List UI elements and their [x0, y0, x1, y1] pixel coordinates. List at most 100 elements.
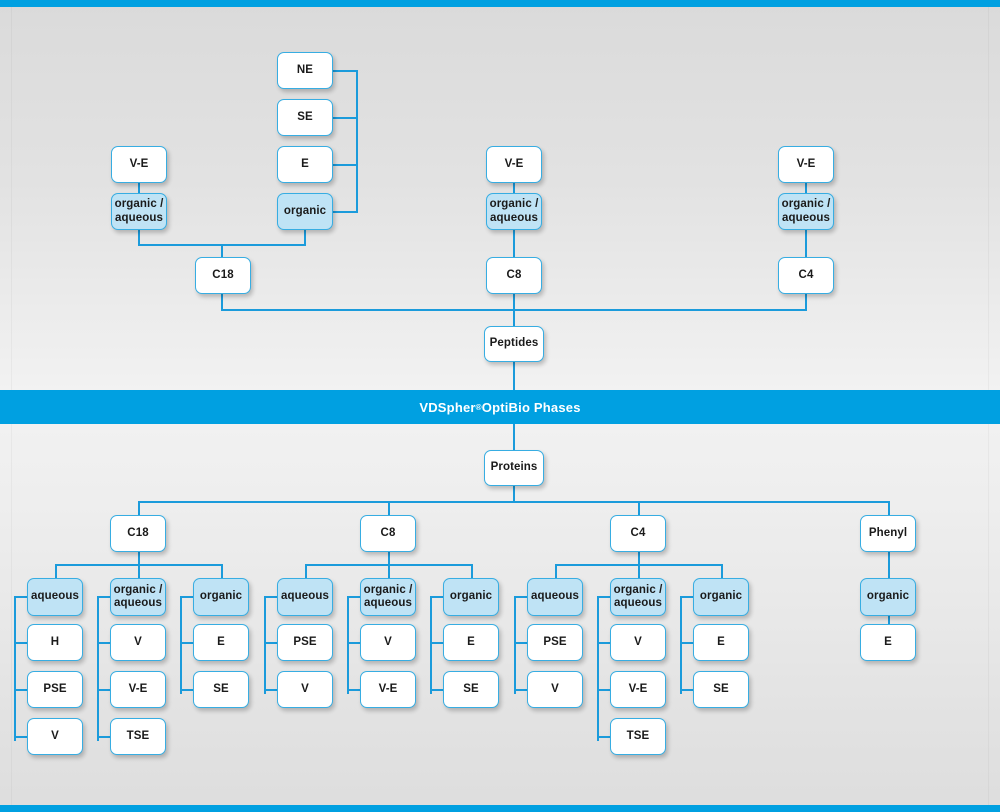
bottom-accent-bar — [0, 805, 1000, 812]
connector-c8-aq-head — [264, 596, 278, 598]
connector-c18-aq-1 — [14, 642, 28, 644]
connector-proteins-bus — [138, 501, 889, 503]
node-c4-aq-pse[interactable]: PSE — [527, 624, 583, 661]
node-label: PSE — [43, 682, 67, 695]
connector-c8-to-oa — [388, 564, 390, 579]
connector-c18-aqueous-spine — [14, 596, 16, 741]
node-c18-aq-pse[interactable]: PSE — [27, 671, 83, 708]
node-ne[interactable]: NE — [277, 52, 333, 89]
node-label: organic — [199, 590, 243, 603]
connector-c18-oa-3 — [97, 736, 111, 738]
connector-c4-to-oa — [638, 564, 640, 579]
connector-peptides-bus — [221, 309, 807, 311]
node-phenyl-org-e[interactable]: E — [860, 624, 916, 661]
node-label: SE — [297, 110, 313, 123]
connector-c18-org-2 — [180, 689, 194, 691]
node-c18-proteins[interactable]: C18 — [110, 515, 166, 552]
node-c18-peptides[interactable]: C18 — [195, 257, 251, 294]
node-label: organic / aqueous — [613, 583, 663, 609]
connector-c4-org-1 — [680, 642, 694, 644]
node-label: organic — [283, 204, 327, 217]
node-c4-proteins[interactable]: C4 — [610, 515, 666, 552]
banner-subtitle: OptiBio Phases — [481, 399, 581, 415]
connector-c8-org-2 — [430, 689, 444, 691]
node-phenyl-proteins[interactable]: Phenyl — [860, 515, 916, 552]
node-c18-oa-ve[interactable]: V-E — [110, 671, 166, 708]
connector-c18-to-oa — [138, 564, 140, 579]
connector-c8-oa-1 — [347, 642, 361, 644]
connector-c4-aq-2 — [514, 689, 528, 691]
node-c8-peptides[interactable]: C8 — [486, 257, 542, 294]
node-c4-org-se[interactable]: SE — [693, 671, 749, 708]
node-c8-aq-v[interactable]: V — [277, 671, 333, 708]
node-c18-org-se[interactable]: SE — [193, 671, 249, 708]
node-label: E — [717, 635, 725, 648]
node-c4-aq-v[interactable]: V — [527, 671, 583, 708]
node-ve-c8[interactable]: V-E — [486, 146, 542, 183]
node-c18-aq-h[interactable]: H — [27, 624, 83, 661]
node-c4-aqueous[interactable]: aqueous — [527, 578, 583, 616]
connector-to-c18 — [138, 501, 140, 515]
node-c18-organic-aqueous[interactable]: organic / aqueous — [110, 578, 166, 616]
node-label: SE — [213, 682, 229, 695]
node-label: SE — [463, 682, 479, 695]
connector-c18-oa-1 — [97, 642, 111, 644]
node-c4-peptides[interactable]: C4 — [778, 257, 834, 294]
connector-to-phenyl — [888, 501, 890, 515]
node-c8-proteins[interactable]: C8 — [360, 515, 416, 552]
connector-c8-org-1 — [430, 642, 444, 644]
node-c4-oa-v[interactable]: V — [610, 624, 666, 661]
node-c4-organic-aqueous[interactable]: organic / aqueous — [610, 578, 666, 616]
node-ve-c4[interactable]: V-E — [778, 146, 834, 183]
node-label: V-E — [129, 157, 149, 170]
node-label: V-E — [796, 157, 816, 170]
node-c8-aqueous[interactable]: aqueous — [277, 578, 333, 616]
node-label: V-E — [504, 157, 524, 170]
node-label: Peptides — [489, 337, 539, 350]
node-c4-organic[interactable]: organic — [693, 578, 749, 616]
node-label: PSE — [543, 635, 567, 648]
connector-proteins-down — [513, 486, 515, 502]
node-c18-oa-tse[interactable]: TSE — [110, 718, 166, 755]
connector-c4-oa-spine — [597, 596, 599, 741]
node-c18-aq-v[interactable]: V — [27, 718, 83, 755]
node-ve-c18[interactable]: V-E — [111, 146, 167, 183]
node-peptides[interactable]: Peptides — [484, 326, 544, 362]
node-organic-aqueous-c4[interactable]: organic / aqueous — [778, 193, 834, 230]
node-organic-aqueous-c18[interactable]: organic / aqueous — [111, 193, 167, 230]
node-c8-org-se[interactable]: SE — [443, 671, 499, 708]
node-c18-oa-v[interactable]: V — [110, 624, 166, 661]
node-c8-organic[interactable]: organic — [443, 578, 499, 616]
node-organic-aqueous-c8[interactable]: organic / aqueous — [486, 193, 542, 230]
node-label: TSE — [626, 729, 650, 742]
node-c4-oa-ve[interactable]: V-E — [610, 671, 666, 708]
node-label: V-E — [128, 682, 148, 695]
node-c8-oa-v[interactable]: V — [360, 624, 416, 661]
node-se[interactable]: SE — [277, 99, 333, 136]
section-banner: VDSpher® OptiBio Phases — [0, 390, 1000, 424]
node-label: organic / aqueous — [113, 583, 163, 609]
node-c18-org-e[interactable]: E — [193, 624, 249, 661]
node-label: TSE — [126, 729, 150, 742]
connector-ve-to-oa-left — [138, 183, 140, 196]
connector-c18-org-head — [180, 596, 194, 598]
node-c4-oa-tse[interactable]: TSE — [610, 718, 666, 755]
connector-c18-oa-2 — [97, 689, 111, 691]
node-label: NE — [296, 63, 314, 76]
connector-c18-cluster-down — [138, 552, 140, 565]
node-c18-aqueous[interactable]: aqueous — [27, 578, 83, 616]
node-c18-organic[interactable]: organic — [193, 578, 249, 616]
node-label: C4 — [798, 268, 814, 281]
connector-organic-down — [304, 230, 306, 245]
node-c8-org-e[interactable]: E — [443, 624, 499, 661]
node-label: aqueous — [531, 590, 579, 603]
node-c8-aq-pse[interactable]: PSE — [277, 624, 333, 661]
node-phenyl-organic[interactable]: organic — [860, 578, 916, 616]
node-organic-peptides-c18[interactable]: organic — [277, 193, 333, 230]
node-e[interactable]: E — [277, 146, 333, 183]
node-c8-organic-aqueous[interactable]: organic / aqueous — [360, 578, 416, 616]
connector-c8-org-head — [430, 596, 444, 598]
node-c4-org-e[interactable]: E — [693, 624, 749, 661]
node-c8-oa-ve[interactable]: V-E — [360, 671, 416, 708]
node-proteins[interactable]: Proteins — [484, 450, 544, 486]
